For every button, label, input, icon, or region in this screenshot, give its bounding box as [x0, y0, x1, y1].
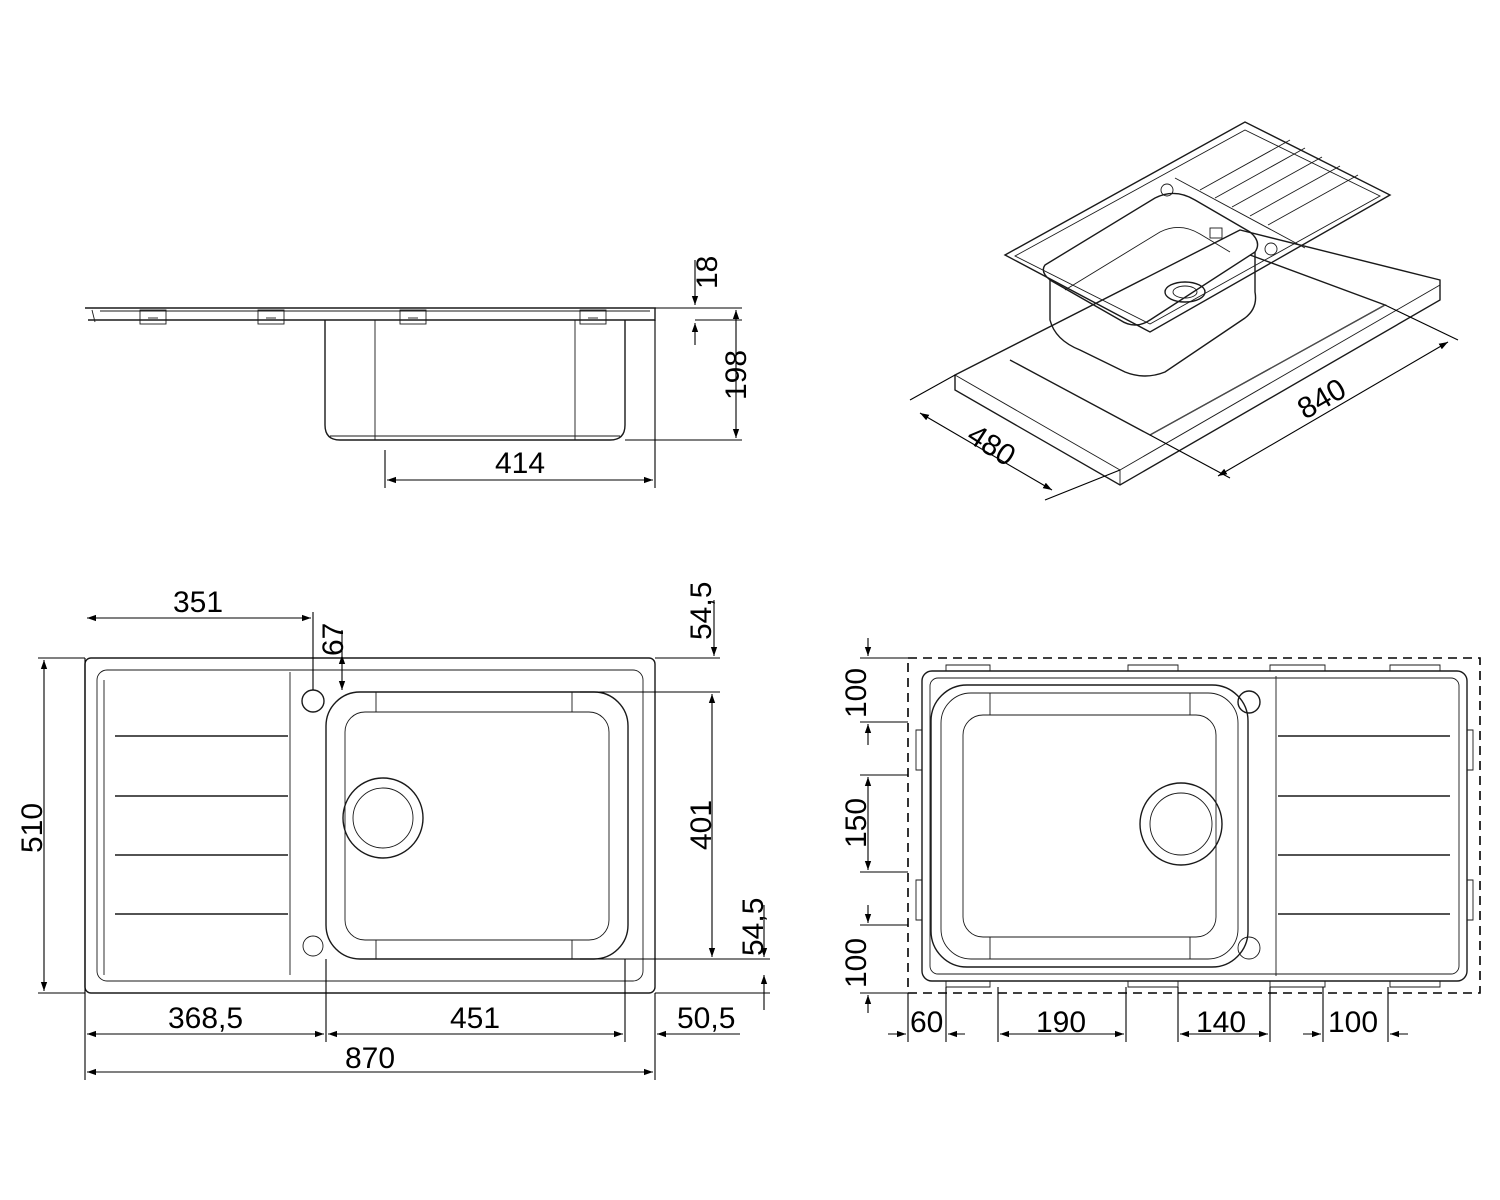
- iso-dimensions: [909, 304, 1459, 501]
- dim-clip-right-label: 100: [1328, 1006, 1378, 1039]
- cutout-view-dimensions: [860, 638, 1408, 1042]
- dim-clip-middle-label: 150: [840, 798, 873, 848]
- dim-overall-width-label: 870: [345, 1042, 395, 1075]
- top-view: 351 67 54,5 510 401 54,5 368,5 451 50,5 …: [16, 582, 770, 1080]
- side-view-sink-profile: [85, 307, 656, 441]
- top-view-sink: [84, 657, 656, 994]
- dim-right-margin-label: 50,5: [677, 1002, 735, 1035]
- isometric-view: 480 840: [909, 121, 1459, 501]
- side-view: 18 198 414: [85, 256, 753, 488]
- dim-tap-hole-offset-label: 351: [173, 586, 223, 619]
- dim-bowl-width-label: 414: [495, 447, 545, 480]
- iso-worktop: [954, 229, 1441, 486]
- dim-clip-bottom-label: 100: [840, 938, 873, 988]
- cutout-outline: [907, 657, 1481, 994]
- dim-overall-depth-label: 510: [16, 803, 49, 853]
- dim-clip-140-label: 140: [1196, 1006, 1246, 1039]
- dim-bowl-width-label: 451: [450, 1002, 500, 1035]
- dim-clip-top-label: 100: [840, 668, 873, 718]
- iso-sink: [1003, 121, 1392, 377]
- side-view-dimensions: [384, 260, 742, 488]
- dim-tap-hole-from-edge-label: 67: [317, 623, 350, 656]
- dim-cutout-depth-label: 480: [961, 418, 1021, 473]
- dim-bowl-depth-label: 401: [685, 800, 718, 850]
- cutout-view: 100 150 100 60 190 140 100: [840, 638, 1481, 1042]
- dim-bowl-depth-label: 198: [720, 350, 753, 400]
- dim-clip-left-label: 60: [910, 1006, 943, 1039]
- top-view-dimensions: [38, 600, 770, 1080]
- dim-top-margin-label: 54,5: [685, 582, 718, 640]
- dim-bottom-margin-label: 54,5: [737, 898, 770, 956]
- cutout-view-sink: [915, 664, 1474, 988]
- dim-drainer-width-label: 368,5: [168, 1002, 243, 1035]
- dim-thickness-label: 18: [691, 256, 724, 289]
- dim-clip-190-label: 190: [1036, 1006, 1086, 1039]
